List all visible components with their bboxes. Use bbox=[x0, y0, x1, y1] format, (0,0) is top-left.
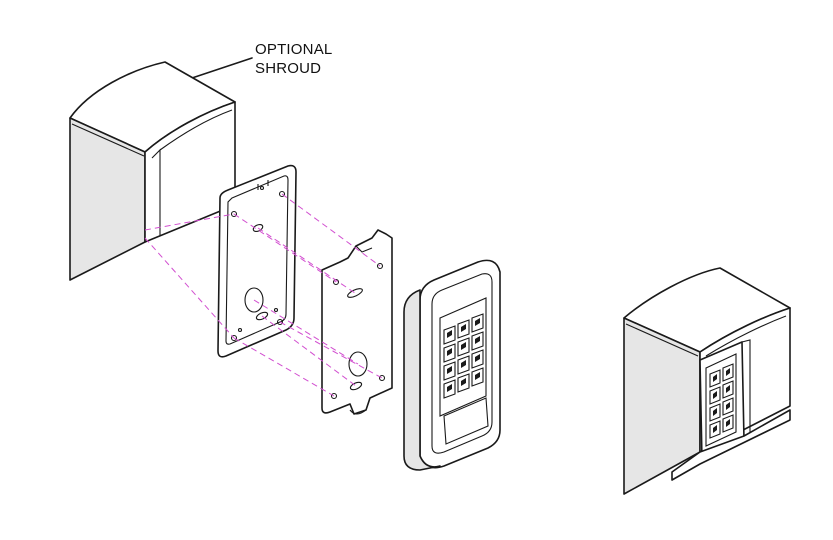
keypad-key-symbol bbox=[447, 384, 452, 392]
mounting-plate bbox=[321, 229, 393, 415]
assembled-unit bbox=[623, 267, 791, 495]
keypad-key-symbol bbox=[726, 402, 730, 410]
keypad-key-symbol bbox=[713, 408, 717, 416]
keypad-key-symbol bbox=[475, 336, 480, 344]
keypad-key-symbol bbox=[713, 391, 717, 399]
keypad-buttons bbox=[443, 313, 484, 399]
keypad-key-symbol bbox=[475, 372, 480, 380]
optional-shroud-callout: OPTIONAL SHROUD bbox=[255, 40, 332, 78]
keypad-key-symbol bbox=[461, 324, 466, 332]
gasket-plate bbox=[217, 164, 297, 358]
keypad-key-symbol bbox=[461, 342, 466, 350]
keypad-key-symbol bbox=[726, 368, 730, 376]
keypad-key-symbol bbox=[447, 330, 452, 338]
keypad-key-symbol bbox=[461, 360, 466, 368]
callout-line-2: SHROUD bbox=[255, 60, 322, 77]
keypad-key-symbol bbox=[475, 318, 480, 326]
keypad-key-symbol bbox=[461, 378, 466, 386]
callout-line-1: OPTIONAL bbox=[255, 41, 333, 58]
keypad-key-symbol bbox=[475, 354, 480, 362]
keypad-key-symbol bbox=[447, 348, 452, 356]
shroud-exploded bbox=[69, 61, 236, 281]
keypad-key-symbol bbox=[713, 374, 717, 382]
keypad-key-symbol bbox=[726, 385, 730, 393]
alignment-lines bbox=[144, 193, 383, 397]
keypad-key-symbol bbox=[726, 419, 730, 427]
assembled-keypad-buttons bbox=[709, 363, 734, 439]
keypad-key-symbol bbox=[447, 366, 452, 374]
keypad-key-symbol bbox=[713, 425, 717, 433]
